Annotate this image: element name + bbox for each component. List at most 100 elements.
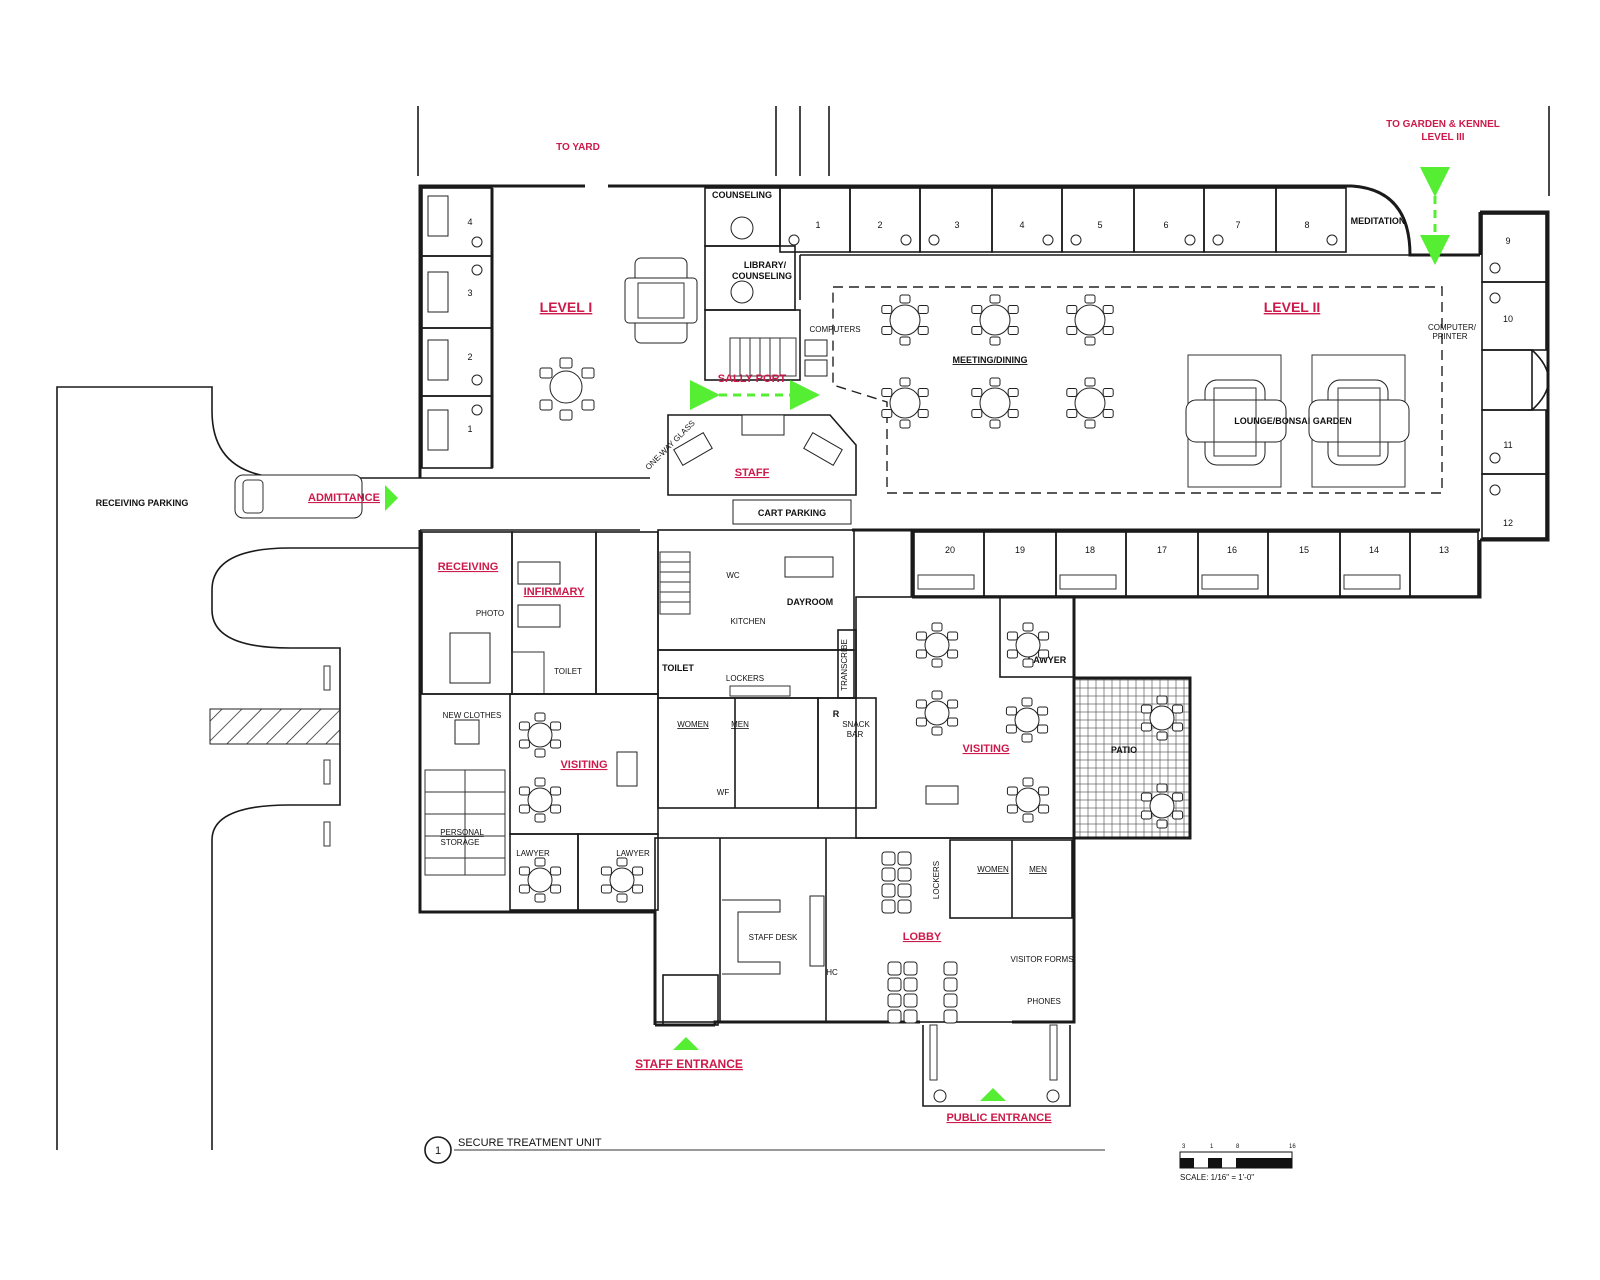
level-ii-bottom-room-number: 16 <box>1227 545 1237 555</box>
lawyer-west-1-label: LAWYER <box>516 849 550 858</box>
scale-tick-2: 8 <box>1236 1144 1240 1150</box>
visiting-tables <box>518 622 1184 903</box>
level-ii-top-room-number: 6 <box>1163 220 1168 230</box>
lawyer-west-2-label: LAWYER <box>616 849 650 858</box>
meeting-dining-tables <box>881 294 1114 429</box>
photo-label: PHOTO <box>476 609 504 618</box>
lobby-block <box>654 837 1075 1024</box>
level-ii-top-room-number: 7 <box>1235 220 1240 230</box>
level-ii-top-room-number: 8 <box>1304 220 1309 230</box>
lobby-chair <box>881 883 896 898</box>
dining-table <box>881 294 929 346</box>
lobby-chair <box>943 977 958 992</box>
site-outline <box>56 386 420 1150</box>
level-ii-top-room-number: 5 <box>1097 220 1102 230</box>
personal-storage-label-2: STORAGE <box>441 838 480 847</box>
computers-label: COMPUTERS <box>809 325 860 334</box>
lobby-chairs <box>881 851 958 1024</box>
level-ii-bottom-room-number: 20 <box>945 545 955 555</box>
lobby-chair <box>887 977 902 992</box>
lobby-lockers-label: LOCKERS <box>932 861 941 899</box>
level-ii-label: LEVEL II <box>1264 299 1321 315</box>
level-i-room-number: 4 <box>467 217 472 227</box>
round-table <box>915 622 959 668</box>
lawyer-east-label: LAWYER <box>1028 655 1067 665</box>
cart-parking-label: CART PARKING <box>758 508 826 518</box>
meeting-dining-label: MEETING/DINING <box>952 355 1027 365</box>
lobby-chair <box>943 961 958 976</box>
level-ii-zone <box>832 286 1443 494</box>
level-i-furniture <box>539 257 698 421</box>
room-numbers: 4 3 2 1 1 2 3 4 5 6 7 8 9 10 11 12 20 19… <box>467 217 1513 555</box>
kitchen-label: KITCHEN <box>730 617 765 626</box>
visiting-west-label: VISITING <box>560 759 607 771</box>
dining-table <box>1066 294 1114 346</box>
round-table <box>600 857 644 903</box>
scale-text: SCALE: 1/16" = 1'-0" <box>1180 1173 1254 1182</box>
wf-label: WF <box>717 788 730 797</box>
lobby-chair <box>881 851 896 866</box>
room-labels: TO YARD TO GARDEN & KENNEL LEVEL III COU… <box>96 119 1500 1182</box>
wc-label: WC <box>726 571 740 580</box>
drawing-title: SECURE TREATMENT UNIT <box>458 1137 602 1149</box>
hc-label: HC <box>826 968 838 977</box>
computer-printer-label-1: COMPUTER/ <box>1428 323 1477 332</box>
lounge-bonsai-label: LOUNGE/BONSAI GARDEN <box>1234 416 1352 426</box>
round-table <box>1140 783 1184 829</box>
public-entrance-arrow-icon <box>980 1088 1006 1101</box>
snack-bar-label-1: SNACK <box>842 720 870 729</box>
lobby-chair <box>903 993 918 1008</box>
dining-table <box>881 377 929 429</box>
staff-entrance-label: STAFF ENTRANCE <box>635 1057 743 1071</box>
dining-table <box>1066 377 1114 429</box>
level-ii-bottom-rooms <box>913 531 1479 597</box>
fence-lines <box>417 106 1550 196</box>
visitor-forms-label: VISITOR FORMS <box>1011 955 1074 964</box>
round-table <box>518 857 562 903</box>
level-ii-top-room-number: 4 <box>1019 220 1024 230</box>
lockers-label: LOCKERS <box>726 674 764 683</box>
round-table <box>518 777 562 823</box>
level-ii-top-rooms <box>779 187 1347 253</box>
lobby-label: LOBBY <box>903 931 942 943</box>
lobby-chair <box>897 883 912 898</box>
level-ii-top-room-number: 3 <box>954 220 959 230</box>
lobby-chair <box>897 867 912 882</box>
level-ii-top-room-number: 1 <box>815 220 820 230</box>
patio-label: PATIO <box>1111 745 1137 755</box>
level-ii-bottom-room-number: 18 <box>1085 545 1095 555</box>
dining-table <box>971 294 1019 346</box>
level-i-room-number: 1 <box>467 424 472 434</box>
level-i-label: LEVEL I <box>540 299 593 315</box>
visiting-east-label: VISITING <box>962 743 1009 755</box>
women-label: WOMEN <box>677 720 709 729</box>
drawing-number: 1 <box>435 1145 441 1157</box>
r-label: R <box>833 709 840 719</box>
staff-label: STAFF <box>735 467 770 479</box>
lobby-chair <box>903 977 918 992</box>
level-iii-label: LEVEL III <box>1421 132 1464 143</box>
round-table <box>915 690 959 736</box>
phones-label: PHONES <box>1027 997 1061 1006</box>
infirmary-toilet-label: TOILET <box>554 667 582 676</box>
lobby-chair <box>943 993 958 1008</box>
dayroom-label: DAYROOM <box>787 597 833 607</box>
lobby-chair <box>887 1009 902 1024</box>
toilet-label: TOILET <box>662 663 694 673</box>
level-ii-right-rooms <box>1481 213 1550 539</box>
library-label-2: COUNSELING <box>732 271 792 281</box>
computer-printer-label-2: PRINTER <box>1432 332 1467 341</box>
receiving-parking-label: RECEIVING PARKING <box>96 498 189 508</box>
level-i-cells <box>421 187 494 469</box>
west-lower-rooms <box>421 531 659 911</box>
scale-tick-3: 16 <box>1289 1144 1296 1150</box>
round-table <box>518 712 562 758</box>
van-icon <box>234 474 363 519</box>
scale-tick-0: 3 <box>1182 1144 1186 1150</box>
sally-port-label: SALLY PORT <box>718 373 787 385</box>
lobby-chair <box>903 1009 918 1024</box>
lobby-chair <box>943 1009 958 1024</box>
level-ii-bottom-room-number: 17 <box>1157 545 1167 555</box>
level-ii-bottom-room-number: 14 <box>1369 545 1379 555</box>
